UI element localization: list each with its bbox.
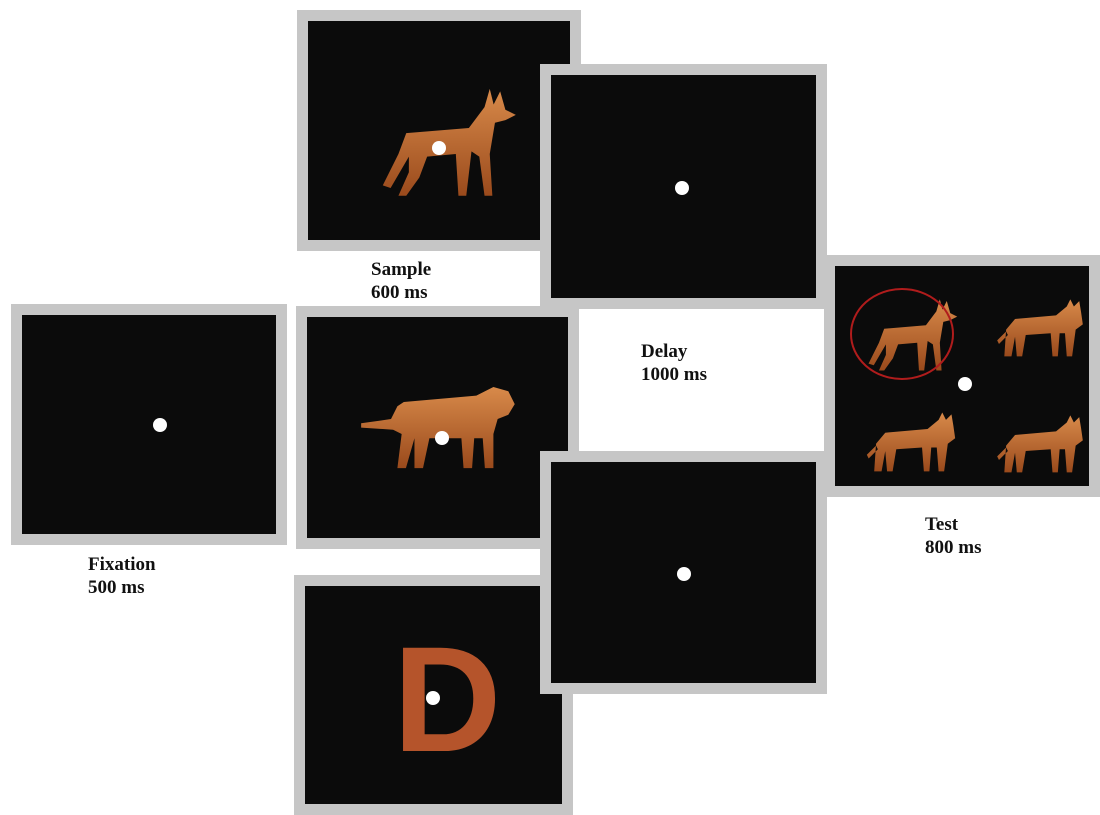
highlight-circle	[849, 287, 959, 387]
sample-label: Sample 600 ms	[371, 258, 431, 304]
test-label: Test 800 ms	[925, 513, 981, 559]
fixation-point	[675, 181, 689, 195]
fixation-point	[677, 567, 691, 581]
delay-screen	[540, 64, 827, 309]
delay-screen	[540, 451, 827, 694]
delay-label: Delay 1000 ms	[641, 340, 707, 386]
sample-screen-mastiff	[296, 306, 579, 549]
test-screen	[824, 255, 1100, 497]
dog-image	[359, 369, 519, 484]
fixation-point	[426, 691, 440, 705]
fixation-point	[153, 418, 167, 432]
cat-image	[995, 410, 1085, 476]
letter-stimulus: D	[393, 624, 501, 774]
cat-image	[995, 294, 1085, 360]
fixation-point	[432, 141, 446, 155]
sample-screen-letter: D	[294, 575, 573, 815]
dog-image	[368, 81, 528, 201]
sample-screen-dog	[297, 10, 581, 251]
fixation-label: Fixation 500 ms	[88, 553, 156, 599]
fixation-point	[958, 377, 972, 391]
fixation-point	[435, 431, 449, 445]
fixation-screen	[11, 304, 287, 545]
cat-image	[865, 406, 957, 476]
